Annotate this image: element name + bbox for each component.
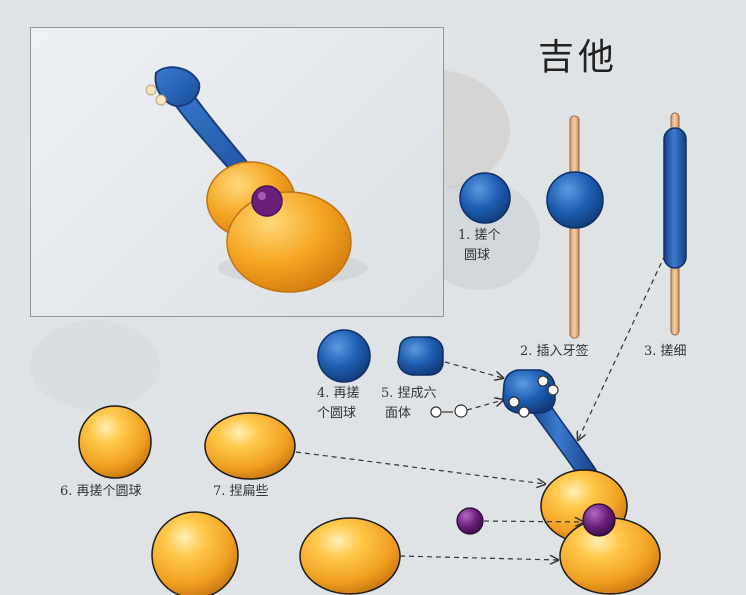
purple-ball xyxy=(456,507,484,535)
step4-blue-ball xyxy=(317,329,371,383)
step4-caption: 4. 再搓 个圆球 xyxy=(317,386,360,421)
step2-caption: 2. 插入牙签 xyxy=(520,344,589,359)
orange-flattened-large xyxy=(299,517,401,595)
step7-caption: 7. 捏扁些 xyxy=(213,484,269,499)
step1-caption: 1. 搓个 圆球 xyxy=(458,228,501,263)
step3-caption: 3. 搓细 xyxy=(644,344,687,359)
bg-ghost-shape xyxy=(30,320,160,410)
page-title: 吉他 xyxy=(538,37,619,78)
step5-blue-hexahedron xyxy=(397,336,444,376)
assembled-guitar xyxy=(502,369,661,595)
step1-blue-ball xyxy=(459,172,511,224)
step6-caption: 6. 再搓个圆球 xyxy=(60,484,142,499)
step3-blue-rod xyxy=(663,127,687,269)
peg-small-icon xyxy=(454,404,468,418)
peg-small-icon xyxy=(430,406,442,418)
instruction-arrows xyxy=(295,254,666,560)
step2-ball-on-stick xyxy=(546,171,604,229)
photo-guitar-illustration xyxy=(145,66,368,293)
step7-flattened-disc xyxy=(204,412,296,480)
orange-ball-large xyxy=(151,511,239,595)
step6-orange-ball xyxy=(78,405,152,479)
finished-guitar-photo xyxy=(30,27,444,317)
step5-caption: 5. 捏成六 面体 xyxy=(381,386,437,421)
